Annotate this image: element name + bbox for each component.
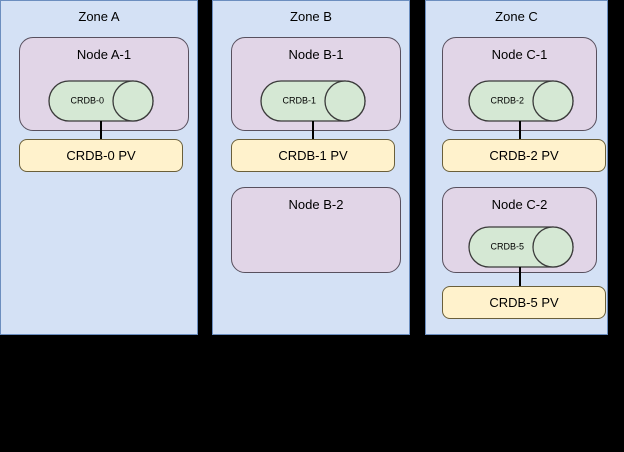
volume-crdb-5-pv-label: CRDB-5 PV: [489, 294, 559, 310]
volume-crdb-0-pv[interactable]: CRDB-0 PV: [19, 139, 183, 172]
cylinder-icon: [468, 226, 574, 268]
node-b-1[interactable]: Node B-1 CRDB-1: [231, 37, 401, 131]
cylinder-icon: [260, 80, 366, 122]
node-c-1-title: Node C-1: [491, 47, 548, 62]
zone-b[interactable]: Zone B Node B-1 CRDB-1 CRDB-1 PV Node B-…: [212, 0, 410, 335]
connector-crdb-5-to-pv: [519, 267, 521, 286]
zone-c-title: Zone C: [495, 9, 538, 24]
node-b-1-title: Node B-1: [288, 47, 344, 62]
connector-crdb-1-to-pv: [312, 121, 314, 140]
zone-a-title: Zone A: [78, 9, 120, 24]
cylinder-icon: [468, 80, 574, 122]
node-a-1[interactable]: Node A-1 CRDB-0: [19, 37, 189, 131]
pod-crdb-0[interactable]: CRDB-0: [48, 80, 154, 122]
node-c-1[interactable]: Node C-1 CRDB-2: [442, 37, 597, 131]
volume-crdb-2-pv[interactable]: CRDB-2 PV: [442, 139, 606, 172]
connector-crdb-2-to-pv: [519, 121, 521, 140]
connector-crdb-0-to-pv: [100, 121, 102, 140]
cylinder-icon: [48, 80, 154, 122]
node-b-2-title: Node B-2: [288, 197, 344, 212]
pod-crdb-2[interactable]: CRDB-2: [468, 80, 574, 122]
pod-crdb-5[interactable]: CRDB-5: [468, 226, 574, 268]
zone-c[interactable]: Zone C Node C-1 CRDB-2 CRDB-2 PV Node C-…: [425, 0, 608, 335]
volume-crdb-5-pv[interactable]: CRDB-5 PV: [442, 286, 606, 319]
node-c-2-title: Node C-2: [491, 197, 548, 212]
volume-crdb-1-pv-label: CRDB-1 PV: [278, 147, 348, 163]
node-a-1-title: Node A-1: [76, 47, 132, 62]
pod-crdb-1[interactable]: CRDB-1: [260, 80, 366, 122]
volume-crdb-0-pv-label: CRDB-0 PV: [66, 147, 136, 163]
zone-a[interactable]: Zone A Node A-1 CRDB-0 CRDB-0 PV: [0, 0, 198, 335]
volume-crdb-2-pv-label: CRDB-2 PV: [489, 147, 559, 163]
zone-b-title: Zone B: [290, 9, 332, 24]
node-b-2[interactable]: Node B-2: [231, 187, 401, 273]
node-c-2[interactable]: Node C-2 CRDB-5: [442, 187, 597, 273]
volume-crdb-1-pv[interactable]: CRDB-1 PV: [231, 139, 395, 172]
